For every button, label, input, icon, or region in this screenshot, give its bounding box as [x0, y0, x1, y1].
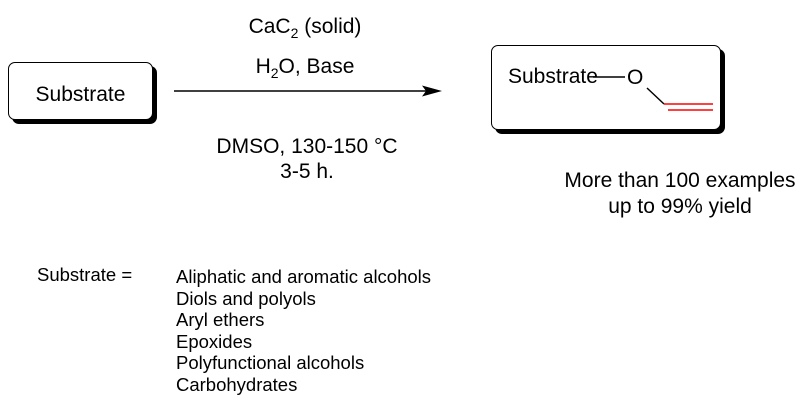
- result-line-2: up to 99% yield: [608, 195, 752, 218]
- substrate-list: Aliphatic and aromatic alcohols Diols an…: [176, 266, 431, 395]
- product-substrate-label: Substrate: [508, 65, 598, 88]
- reactant-label: Substrate: [35, 83, 126, 106]
- reagent-1-rest: (solid): [298, 15, 362, 38]
- product-oxygen-label: O: [627, 66, 644, 89]
- reagent-2-subscript: 2: [270, 65, 279, 81]
- substrate-list-item: Aliphatic and aromatic alcohols: [176, 266, 432, 287]
- reaction-arrow: [174, 85, 442, 97]
- result-line-1: More than 100 examples: [564, 169, 796, 192]
- substrate-list-label: Substrate =: [37, 264, 133, 285]
- condition-line-2: 3-5 h.: [280, 160, 334, 183]
- substrate-list-item: Epoxides: [176, 330, 253, 352]
- reagent-1-main: CaC: [248, 15, 291, 38]
- reactant-box: [8, 62, 153, 120]
- substrate-list-item: Carbohydrates: [176, 373, 298, 395]
- reagent-2-main: H: [255, 55, 271, 78]
- arrow-head: [422, 85, 442, 97]
- reagent-line-2: H2O, Base: [172, 55, 438, 80]
- reagent-line-1: CaC2 (solid): [172, 15, 438, 40]
- reagent-1-subscript: 2: [290, 25, 299, 41]
- substrate-list-item: Aryl ethers: [176, 309, 265, 330]
- substrate-list-item: Polyfunctional alcohols: [176, 352, 365, 373]
- product-box: [491, 45, 721, 130]
- o-vinyl-bond: [646, 87, 665, 105]
- condition-line-1: DMSO, 130-150 °C: [216, 135, 398, 158]
- substrate-list-item: Diols and polyols: [176, 287, 316, 309]
- reagent-2-rest: O, Base: [278, 55, 355, 78]
- vinyl-ether-structure: [593, 76, 713, 111]
